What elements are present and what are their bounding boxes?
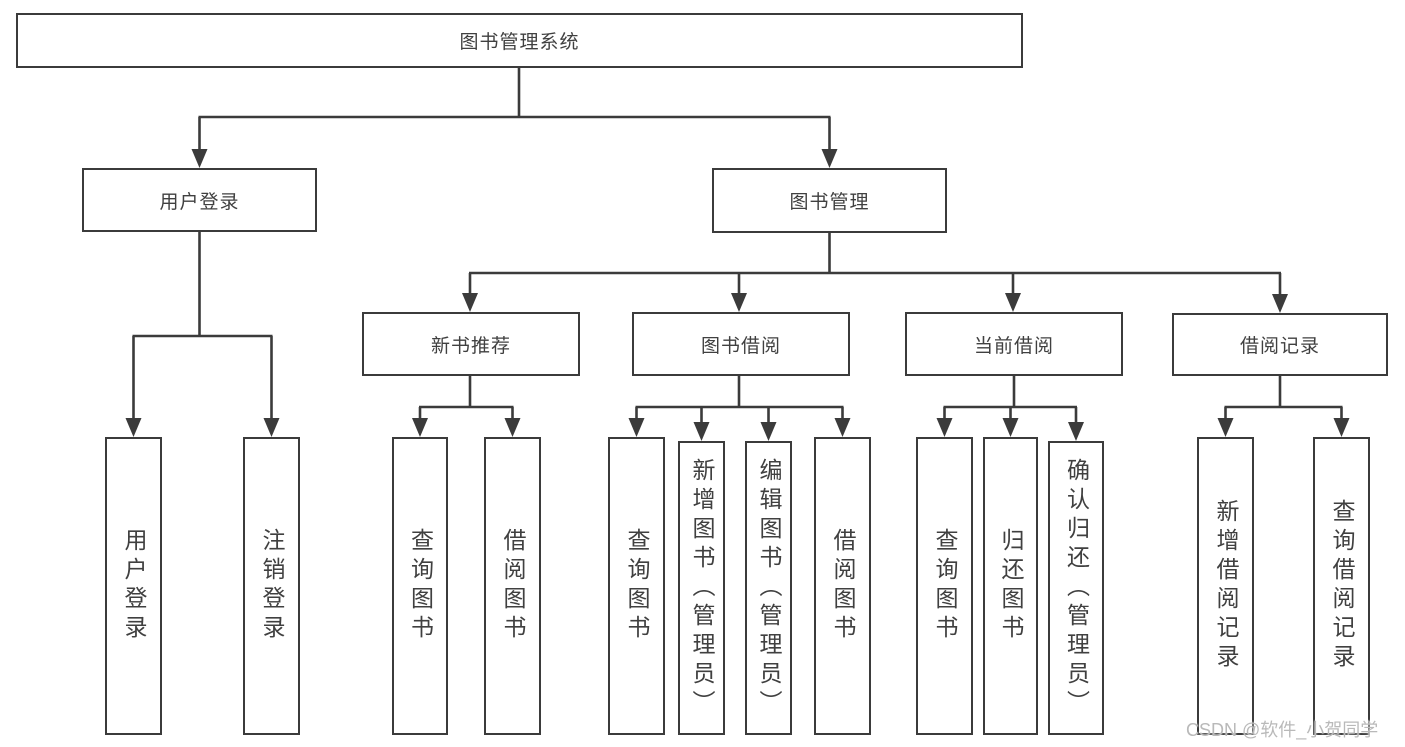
node-leaf-bor-edit-book: 编辑图书（管理员） bbox=[745, 441, 792, 735]
node-new-book-rec: 新书推荐 bbox=[362, 312, 580, 376]
node-leaf-rec-query-book-label: 查询图书 bbox=[407, 528, 434, 644]
connector-borrow-record-children bbox=[1217, 376, 1350, 437]
node-new-book-rec-label: 新书推荐 bbox=[430, 335, 511, 357]
connector-book-borrow-children bbox=[628, 376, 851, 441]
node-leaf-bor-add-book-label: 新增图书（管理员） bbox=[689, 457, 715, 719]
node-leaf-cur-query-book: 查询图书 bbox=[916, 437, 973, 735]
node-leaf-cur-return-book-label: 归还图书 bbox=[998, 528, 1024, 644]
node-leaf-rec-borrow-book: 借阅图书 bbox=[484, 437, 541, 735]
node-leaf-rec-borrow-book-label: 借阅图书 bbox=[500, 528, 526, 644]
node-root: 图书管理系统 bbox=[16, 13, 1023, 68]
node-user-login-label: 用户登录 bbox=[159, 191, 240, 213]
node-leaf-logout: 注销登录 bbox=[243, 437, 300, 735]
node-book-borrow-label: 图书借阅 bbox=[700, 335, 781, 357]
node-current-borrow: 当前借阅 bbox=[905, 312, 1123, 376]
node-borrow-record: 借阅记录 bbox=[1172, 313, 1388, 376]
node-leaf-user-login-label: 用户登录 bbox=[121, 528, 147, 644]
watermark: CSDN @软件_小贺同学 bbox=[1186, 720, 1379, 740]
node-leaf-bor-query-book: 查询图书 bbox=[608, 437, 665, 735]
node-user-login: 用户登录 bbox=[82, 168, 317, 232]
node-root-label: 图书管理系统 bbox=[459, 32, 580, 53]
node-leaf-cur-query-book-label: 查询图书 bbox=[932, 528, 958, 644]
node-leaf-rcd-query-record-label: 查询借阅记录 bbox=[1329, 499, 1355, 673]
node-borrow-record-label: 借阅记录 bbox=[1239, 336, 1320, 357]
node-leaf-cur-return-book: 归还图书 bbox=[983, 437, 1038, 735]
node-leaf-user-login: 用户登录 bbox=[105, 437, 162, 735]
node-leaf-bor-borrow-book-label: 借阅图书 bbox=[830, 528, 856, 644]
node-leaf-rcd-add-record-label: 新增借阅记录 bbox=[1213, 499, 1239, 673]
node-leaf-rcd-query-record: 查询借阅记录 bbox=[1313, 437, 1370, 735]
connector-new-book-rec-children bbox=[412, 376, 521, 437]
node-current-borrow-label: 当前借阅 bbox=[973, 335, 1054, 357]
node-leaf-logout-label: 注销登录 bbox=[259, 528, 285, 644]
node-leaf-cur-confirm-return-label: 确认归还（管理员） bbox=[1063, 457, 1090, 719]
connector-book-mgmt-children bbox=[462, 233, 1288, 313]
connector-user-login-children bbox=[125, 232, 280, 437]
node-leaf-bor-add-book: 新增图书（管理员） bbox=[678, 441, 725, 735]
node-leaf-bor-query-book-label: 查询图书 bbox=[624, 528, 650, 644]
node-book-mgmt-label: 图书管理 bbox=[789, 192, 870, 213]
node-book-mgmt: 图书管理 bbox=[712, 168, 947, 233]
node-leaf-cur-confirm-return: 确认归还（管理员） bbox=[1048, 441, 1104, 735]
node-leaf-rec-query-book: 查询图书 bbox=[392, 437, 448, 735]
node-book-borrow: 图书借阅 bbox=[632, 312, 850, 376]
connector-current-borrow-children bbox=[936, 376, 1084, 441]
node-leaf-rcd-add-record: 新增借阅记录 bbox=[1197, 437, 1254, 735]
node-leaf-bor-borrow-book: 借阅图书 bbox=[814, 437, 871, 735]
connector-root-children bbox=[191, 68, 838, 168]
node-leaf-bor-edit-book-label: 编辑图书（管理员） bbox=[756, 457, 782, 719]
